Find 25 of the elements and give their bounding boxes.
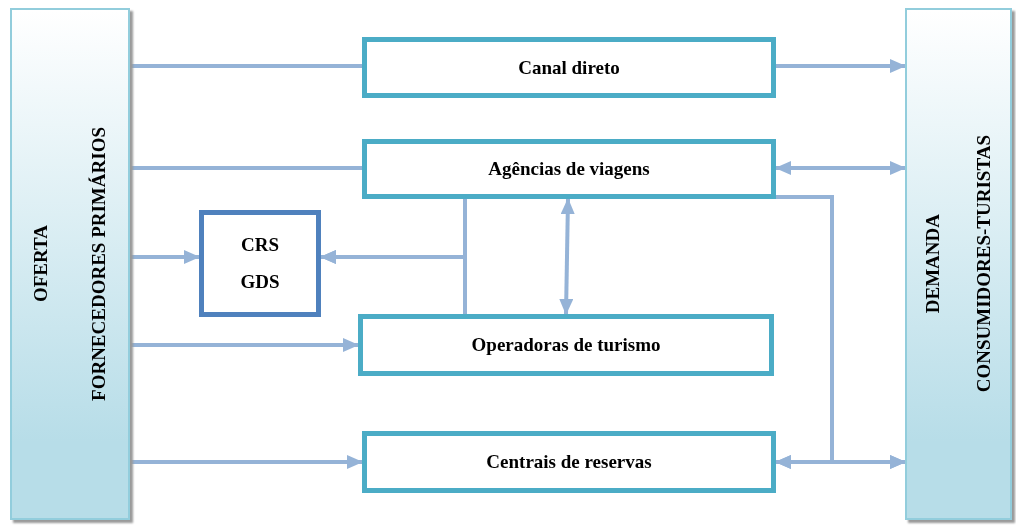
process-box	[362, 37, 776, 98]
arrow	[776, 59, 906, 73]
system-box	[199, 210, 321, 317]
supply-panel	[10, 8, 130, 520]
panel-subheading: CONSUMIDORES-TURISTAS	[973, 135, 996, 393]
arrow	[775, 161, 906, 175]
box-label: CRS	[241, 234, 279, 257]
process-box	[358, 314, 774, 376]
panel-heading: DEMANDA	[921, 214, 944, 314]
connector-line	[130, 64, 362, 68]
demand-panel	[905, 8, 1012, 520]
arrow	[130, 250, 200, 264]
arrow	[130, 338, 359, 352]
box-label: Centrais de reservas	[486, 451, 652, 473]
box-label: Canal direto	[518, 56, 620, 79]
arrow	[559, 198, 575, 315]
panel-heading: OFERTA	[30, 225, 52, 303]
process-box	[362, 139, 776, 199]
process-box	[362, 431, 776, 493]
box-label: Agências de viagens	[488, 158, 650, 180]
panel-subheading: FORNECEDORES PRIMÁRIOS	[88, 127, 110, 401]
connector-line	[130, 166, 362, 170]
box-label: GDS	[240, 270, 280, 293]
box-label: Operadoras de turismo	[471, 334, 661, 356]
arrow	[130, 455, 363, 469]
